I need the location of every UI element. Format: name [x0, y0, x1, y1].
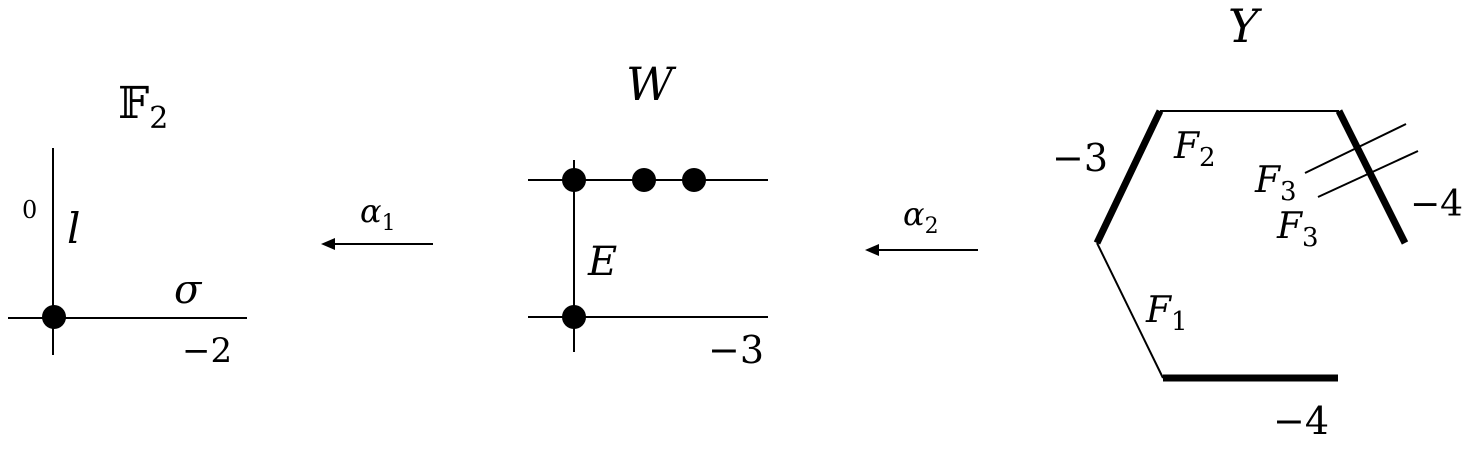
y-right-thick-curve [1335, 109, 1409, 245]
w-point-2 [632, 168, 656, 192]
f2-sigma-self-intersection: −2 [182, 331, 232, 371]
w-bottom-self-intersection: −3 [708, 328, 764, 372]
y-lower-f3-line [1317, 150, 1419, 198]
f2-sigma-label: σ [174, 267, 203, 313]
w-point-3 [682, 168, 706, 192]
w-point-1 [562, 168, 586, 192]
map-alpha1: α1 [321, 192, 433, 250]
y-left-thick-curve [1093, 109, 1164, 245]
alpha1-arrow-head [321, 238, 335, 250]
y-upper-f3-line [1304, 123, 1407, 174]
panel-f2: 𝔽2 0 l σ −2 [8, 78, 247, 371]
alpha1-label: α1 [360, 192, 396, 236]
w-e-label: E [587, 239, 617, 285]
y-f2-label: F2 [1173, 126, 1216, 173]
y-lower-f3-label: F3 [1276, 206, 1319, 253]
y-f1-label: F1 [1145, 290, 1188, 337]
y-lower-left-curve-f1 [1096, 242, 1164, 379]
f2-intersection-point [42, 305, 66, 329]
y-left-self-intersection: −3 [1052, 136, 1108, 180]
y-bottom-self-intersection: −4 [1273, 399, 1329, 443]
map-alpha2: α2 [865, 195, 978, 256]
f2-title: 𝔽2 [118, 78, 168, 136]
alpha2-arrow-head [865, 244, 879, 256]
panel-y: Y −3 F2 F3 F3 −4 F1 −4 [1052, 0, 1463, 443]
y-right-self-intersection: −4 [1410, 184, 1463, 225]
w-point-4 [562, 305, 586, 329]
y-upper-f3-label: F3 [1254, 160, 1297, 207]
alpha2-label: α2 [903, 195, 939, 239]
f2-l-self-intersection: 0 [22, 196, 37, 224]
y-title: Y [1228, 0, 1263, 53]
f2-l-label: l [67, 204, 80, 253]
panel-w: W E −3 [528, 57, 768, 372]
w-title: W [626, 57, 677, 111]
